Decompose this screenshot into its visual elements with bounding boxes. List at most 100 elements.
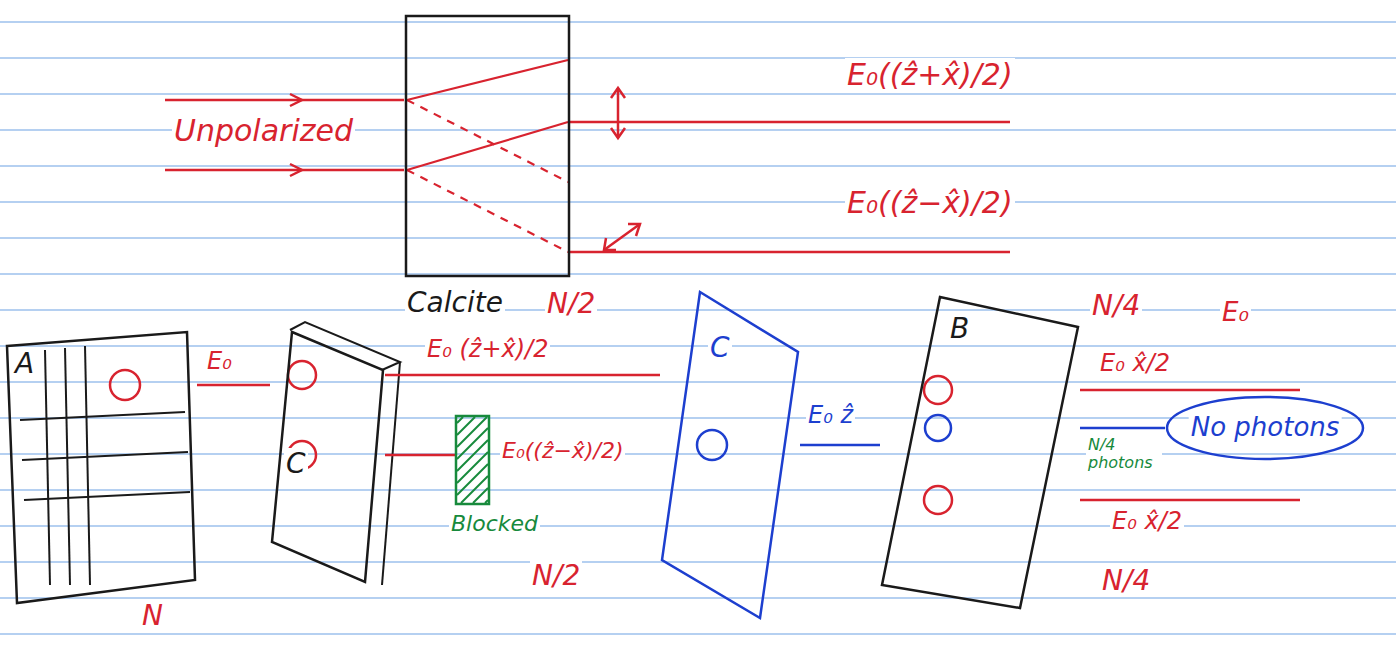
- polarizer-grid: [85, 346, 90, 585]
- ellipse-edge: [1167, 397, 1363, 459]
- output-beams: [1080, 499, 1300, 502]
- ruled-lines: [0, 201, 1396, 203]
- beam-spots: [110, 361, 952, 514]
- ruled-lines: [0, 417, 1396, 419]
- beam-annotation: E₀ x̂/2: [1110, 508, 1184, 536]
- polarizer-sheet: A: [5, 330, 197, 605]
- output-beams: [1080, 390, 1300, 500]
- node-label: B: [948, 313, 971, 345]
- beam-annotation: N/2: [530, 560, 582, 592]
- light-beam: [197, 385, 270, 386]
- crystal-edge: [406, 16, 569, 276]
- refracted-rays: [407, 100, 568, 182]
- hatch-line: [457, 417, 487, 447]
- incoming-rays: [290, 94, 302, 106]
- beam-annotation: N/4: [1090, 290, 1142, 322]
- refracted-rays: [407, 60, 568, 252]
- ruled-lines: [0, 489, 1396, 491]
- outgoing-rays: [570, 251, 1010, 254]
- ruled-lines: [0, 561, 1396, 563]
- beam-spots: [288, 361, 316, 389]
- calcite-crystal-outline: [405, 15, 570, 277]
- ruled-lines: [0, 633, 1396, 635]
- calcite-crystal: Calcite: [405, 15, 570, 277]
- refracted-rays: [407, 122, 568, 170]
- node-label: C: [284, 448, 308, 480]
- incoming-rays: [165, 94, 404, 176]
- ruled-lines: [0, 237, 1396, 239]
- polarizer-grid: [24, 492, 190, 500]
- light-beam: [1080, 428, 1165, 429]
- beam-annotation: Unpolarized: [172, 114, 355, 149]
- sheet-edge: [7, 332, 195, 603]
- sheet-edge: [272, 332, 383, 582]
- node-label: No photons: [1189, 413, 1342, 443]
- beam-annotation: E₀ ẑ: [806, 402, 855, 430]
- polarization-arrows: [604, 238, 616, 250]
- ruled-lines: [0, 345, 1396, 347]
- calcite-depth: [382, 362, 400, 585]
- ruled-lines: [0, 93, 1396, 95]
- node-label: Blocked: [449, 511, 540, 536]
- beam-line: [1080, 427, 1165, 430]
- beam-line: [197, 384, 270, 387]
- beam-spots: [924, 486, 952, 514]
- beam-spots: [697, 430, 727, 460]
- ruled-lines: [0, 21, 1396, 23]
- polarizer-sheet-outline: [880, 295, 1080, 610]
- beam-annotation: E₀ (ẑ+x̂)/2: [425, 336, 550, 364]
- beam-annotation: N: [140, 600, 165, 632]
- beam-spots: [925, 415, 951, 441]
- polarization-arrows: [611, 128, 625, 138]
- outgoing-rays: [570, 121, 1010, 124]
- ruled-lines: [0, 273, 1396, 275]
- calcite-crystal: C: [660, 290, 800, 620]
- beam-annotation: E₀((ẑ−x̂)/2): [500, 438, 625, 463]
- refracted-rays: [407, 170, 568, 252]
- node-label: C: [708, 332, 732, 364]
- beam-line: [800, 444, 880, 447]
- ruled-lines: [0, 22, 1396, 634]
- ruled-lines: [0, 597, 1396, 599]
- node-label: A: [13, 348, 36, 380]
- beam-block: Blocked: [455, 415, 490, 505]
- block-edge: [456, 416, 489, 504]
- ruled-lines: [0, 165, 1396, 167]
- beam-line: [385, 374, 660, 377]
- ruled-lines: [0, 453, 1396, 455]
- beam-annotation: N/4 photons: [1086, 436, 1162, 473]
- beam-annotation: E₀ x̂/2: [1098, 350, 1172, 378]
- polarizer-grid: [22, 452, 188, 460]
- beam-annotation: E₀((ẑ+x̂)/2): [845, 58, 1015, 93]
- hatch-line: [473, 488, 488, 503]
- refracted-rays: [407, 60, 568, 100]
- calcite-crystal: C: [270, 330, 385, 585]
- polarization-arrows: [604, 224, 640, 250]
- beam-annotation: E₀: [1220, 298, 1251, 328]
- polarizer-grid: [65, 348, 70, 585]
- beam-spots: [110, 370, 140, 400]
- beam-spots: [924, 376, 952, 404]
- light-beam: [385, 455, 455, 456]
- polarization-arrows: [611, 88, 625, 98]
- hatch-line: [457, 417, 463, 423]
- sheet-edge: [882, 297, 1078, 608]
- result-ellipse: No photons: [1165, 395, 1365, 461]
- polarizer-grid: [20, 346, 190, 585]
- incoming-rays: [165, 169, 404, 172]
- beam-annotation: N/4: [1100, 565, 1152, 597]
- incoming-rays: [165, 99, 404, 102]
- beam-line: [385, 454, 455, 457]
- ruled-lines: [0, 525, 1396, 527]
- polarization-arrows: [628, 224, 640, 236]
- light-beam: [385, 375, 660, 376]
- polarizer-grid: [45, 350, 50, 585]
- beam-annotation: E₀((ẑ−x̂)/2): [845, 186, 1015, 221]
- polarizer-grid: [20, 412, 185, 420]
- ruled-lines: [0, 381, 1396, 383]
- hatch-line: [485, 500, 488, 503]
- ruled-lines: [0, 57, 1396, 59]
- output-beams: [1080, 389, 1300, 392]
